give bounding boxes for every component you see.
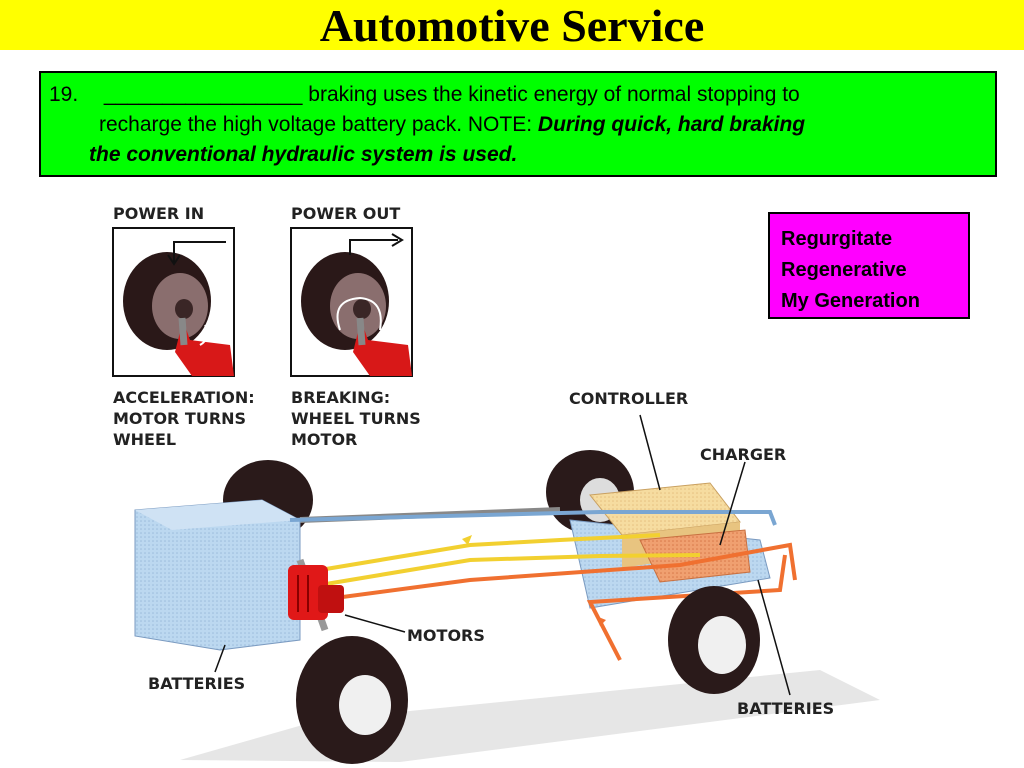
question-number: 19. (49, 83, 79, 106)
brake-caption-1: BREAKING: (291, 388, 390, 407)
wire-orange-2 (586, 554, 787, 661)
controller-label: CONTROLLER (569, 389, 688, 408)
brake-caption-3: MOTOR (291, 430, 357, 449)
batteries-left-label: BATTERIES (148, 674, 245, 693)
answer-options-box: Regurgitate Regenerative My Generation (768, 212, 970, 319)
answer-option-3: My Generation (781, 290, 920, 312)
wire-yellow-2 (319, 553, 701, 587)
note-text-1: During quick, hard braking (537, 113, 806, 136)
answer-option-1: Regurgitate (781, 228, 893, 250)
batteries-right-label: BATTERIES (737, 699, 834, 718)
wire-orange-1 (319, 542, 797, 602)
motors (288, 565, 344, 620)
power-out-panel (290, 227, 413, 377)
accel-caption-3: WHEEL (113, 430, 176, 449)
note-text-2: the conventional hydraulic system is use… (89, 143, 518, 166)
power-in-label: POWER IN (113, 204, 204, 223)
wire-yellow-1 (319, 533, 661, 572)
question-line-1: 19. _________________ braking uses the k… (49, 83, 800, 107)
brake-caption-2: WHEEL TURNS (291, 409, 421, 428)
accel-caption-2: MOTOR TURNS (113, 409, 246, 428)
question-text-2: recharge the high voltage battery pack. … (99, 113, 533, 136)
charger-label: CHARGER (700, 445, 786, 464)
question-line-2: recharge the high voltage battery pack. … (99, 113, 805, 137)
accel-caption-1: ACCELERATION: (113, 388, 255, 407)
answer-option-2: Regenerative (781, 259, 907, 281)
answer-blank: _________________ (103, 83, 303, 106)
power-out-label: POWER OUT (291, 204, 400, 223)
motors-label: MOTORS (407, 626, 485, 645)
power-in-panel (112, 227, 235, 377)
title-bar (0, 0, 1024, 50)
question-box (39, 71, 997, 177)
question-text-1: braking uses the kinetic energy of norma… (308, 83, 800, 106)
wire-blue (289, 510, 777, 526)
page-title: Automotive Service (319, 0, 705, 51)
